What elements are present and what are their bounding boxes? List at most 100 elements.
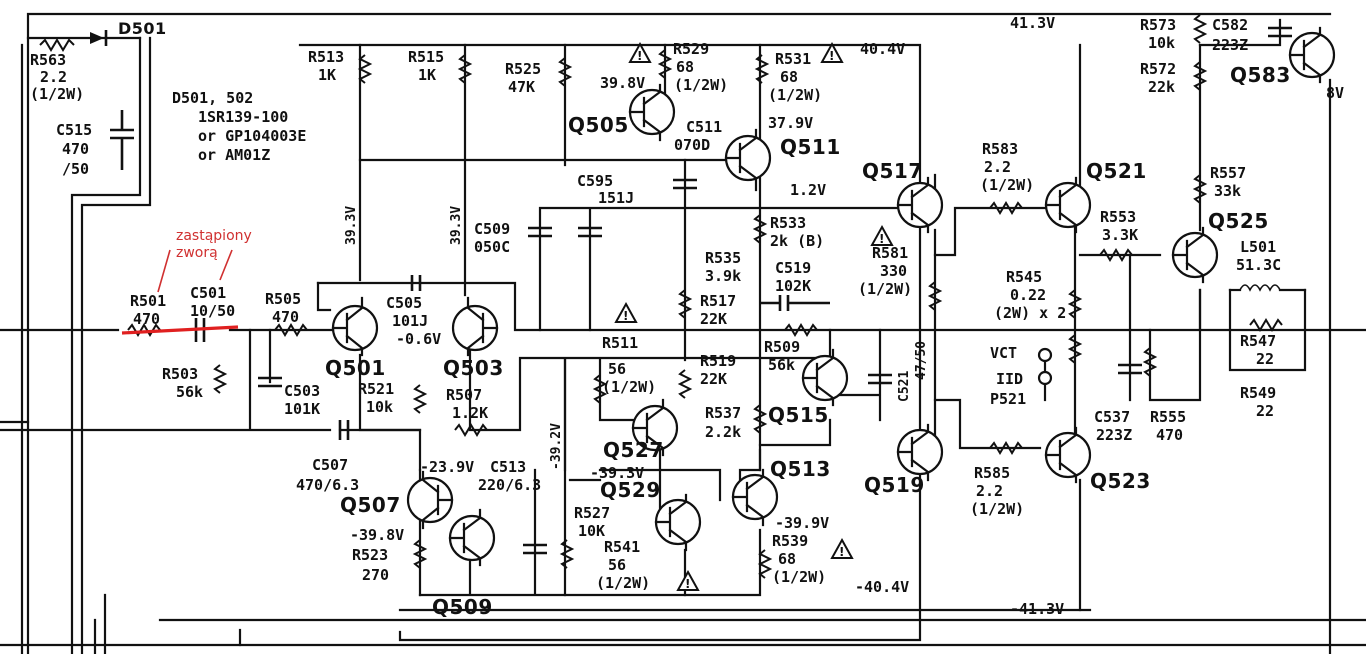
label-r531: R531 [775,50,811,68]
label-c515-rating: /50 [62,160,89,178]
label-p521-iid: IID [996,370,1023,388]
label-r505-value: 470 [272,308,299,326]
label-q519: Q519 [864,473,925,497]
label-r572-value: 22k [1148,78,1175,96]
capacitor-c595 [578,226,602,238]
label-p521-vct: VCT [990,344,1017,362]
warning-triangle-icon: ! [676,569,700,591]
capacitor-c513 [523,543,547,555]
annotation-pointer-right [219,249,233,281]
label-q507: Q507 [340,493,401,517]
label-r533-value: 2k (B) [770,232,824,250]
voltage-bias: 1.2V [790,181,826,199]
label-c507-value: 470/6.3 [296,476,359,494]
svg-text:!: ! [879,232,884,246]
label-c513-value: 220/6.3 [478,476,541,494]
svg-text:!: ! [839,545,844,559]
transistor-q507 [406,470,454,530]
label-r535-value: 3.9k [705,267,741,285]
label-r503: R503 [162,365,198,383]
label-r513-value: 1K [318,66,336,84]
label-r515: R515 [408,48,444,66]
warning-triangle-icon: ! [628,41,652,63]
label-c582: C582 [1212,16,1248,34]
transistor-q517 [896,176,944,234]
label-r505: R505 [265,290,301,308]
modification-annotation: zastąpiony zworą [121,228,252,335]
diode-note-line4: or AM01Z [198,146,270,164]
label-r537-value: 2.2k [705,423,741,441]
label-r581-value: 330 [880,262,907,280]
transistor-q527 [631,398,679,457]
label-r541: R541 [604,538,640,556]
connector-p521 [1037,347,1053,386]
label-r525: R525 [505,60,541,78]
label-q525: Q525 [1208,209,1269,233]
label-r537: R537 [705,404,741,422]
label-c511: C511 [686,118,722,136]
resistor-r573 [1192,14,1208,44]
svg-text:!: ! [623,309,628,323]
label-r521: R521 [358,380,394,398]
transistor-q509 [448,508,496,567]
capacitor-c519 [760,295,830,311]
transistor-q529 [654,493,702,552]
capacitor-c521 [868,373,892,385]
label-r513: R513 [308,48,344,66]
capacitor-c537 [1118,363,1142,375]
resistor-r515 [457,54,473,84]
label-c515: C515 [56,121,92,139]
label-c511-value: 070D [674,136,710,154]
label-r555: R555 [1150,408,1186,426]
warning-triangle-icon: ! [870,224,894,246]
label-r511-value: 56 [608,360,626,378]
label-c503-value: 101K [284,400,320,418]
svg-text:!: ! [829,49,834,63]
transistor-q513 [731,468,779,527]
label-r572: R572 [1140,60,1176,78]
label-r583-value: 2.2 [984,158,1011,176]
voltage-top: 40.4V [860,40,905,58]
resistor-r507 [454,423,488,437]
label-q513: Q513 [770,457,831,481]
warning-triangle-icon: ! [830,537,854,559]
voltage-neg-39-8: -39.8V [350,526,404,544]
label-q505: Q505 [568,113,629,137]
transistor-q583 [1288,26,1336,84]
label-r507-value: 1.2K [452,404,488,422]
annotation-text-line1: zastąpiony [176,228,252,244]
label-r583: R583 [982,140,1018,158]
voltage-neg-40-4: -40.4V [855,578,909,596]
label-r515-value: 1K [418,66,436,84]
capacitor-c507 [338,420,350,440]
label-r529-rating: (1/2W) [674,76,728,94]
warning-triangles: ! ! ! ! ! ! [614,41,894,591]
transistors [331,26,1336,567]
label-c595-value: 151J [598,189,634,207]
resistor-r585 [989,441,1023,455]
label-r535: R535 [705,249,741,267]
resistor-r527 [559,539,575,569]
resistor-r513 [357,54,373,84]
resistor-r539 [757,549,773,579]
label-r533: R533 [770,214,806,232]
resistors [39,14,1283,579]
label-r545-value: 0.22 [1010,286,1046,304]
jumper-line [121,325,239,335]
label-l501: L501 [1240,238,1276,256]
voltage-neg-39-9: -39.9V [775,514,829,532]
label-c582-value: 223Z [1212,36,1248,54]
label-c521-value: 47/50 [914,341,929,380]
label-r507: R507 [446,386,482,404]
voltage-neg-39-2: -39.2V [549,423,564,470]
label-q511: Q511 [780,135,841,159]
label-r585: R585 [974,464,1010,482]
transistor-q519 [896,423,944,482]
svg-text:!: ! [637,49,642,63]
label-r523: R523 [352,546,388,564]
label-q515: Q515 [768,403,829,427]
voltage-8v: 8V [1326,84,1344,102]
label-r563: R563 [30,51,66,69]
voltage-q501: -0.6V [396,330,441,348]
label-c507: C507 [312,456,348,474]
